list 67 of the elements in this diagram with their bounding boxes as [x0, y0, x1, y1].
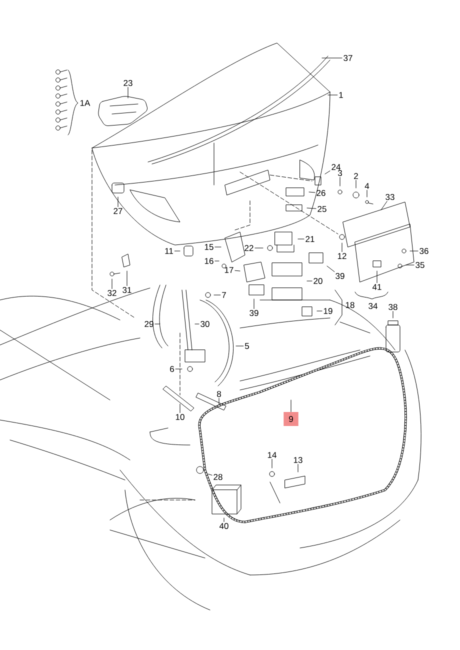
leader-line [208, 474, 212, 476]
callout-number: 17 [224, 267, 234, 273]
leader-line [218, 398, 220, 406]
callout-number: 33 [386, 194, 394, 200]
leader-line [380, 201, 388, 210]
callout-number: 37 [344, 55, 352, 61]
callout-number: 26 [316, 190, 326, 196]
callout-number: 40 [219, 523, 228, 529]
callout-number: 39 [250, 310, 258, 316]
callout-number: 5 [244, 343, 249, 349]
leader-line [214, 246, 222, 248]
leader-line [308, 192, 316, 193]
callout-number: 13 [294, 457, 302, 463]
leader-line [214, 294, 221, 296]
leader-line [316, 310, 322, 312]
callout-number: 28 [214, 474, 222, 480]
callout-number: 4 [364, 183, 370, 189]
callout-number: 1 [339, 92, 343, 98]
leader-line [214, 260, 220, 262]
callout-number: 8 [217, 391, 221, 397]
callout-number: 21 [306, 236, 314, 242]
callout-number: 23 [124, 80, 132, 86]
leader-line [175, 368, 182, 370]
callout-number: 30 [200, 321, 210, 327]
leader-line [366, 190, 368, 198]
leader-line [290, 400, 292, 412]
leader-line [406, 264, 414, 266]
leader-line [306, 208, 316, 209]
callout-number: 15 [204, 244, 214, 250]
callout-number: 9 [284, 412, 298, 426]
callout-number: 22 [244, 245, 254, 251]
callout-number: 10 [176, 414, 184, 420]
leader-line [326, 266, 335, 272]
callout-number: 31 [122, 287, 132, 293]
leader-line [376, 270, 378, 284]
callout-number: 36 [420, 248, 428, 254]
callout-number: 39 [336, 273, 344, 279]
leader-line [306, 280, 312, 282]
callout-number: 3 [338, 170, 342, 176]
leader-line [392, 311, 394, 318]
callout-number: 32 [108, 290, 116, 296]
callout-number: 35 [416, 262, 424, 268]
callout-number: 18 [346, 302, 354, 308]
leader-line [174, 250, 180, 252]
callout-number: 19 [324, 308, 332, 314]
callout-number: 2 [354, 173, 358, 179]
leader-line [410, 250, 418, 252]
callout-number: 7 [222, 292, 226, 298]
callout-number: 38 [388, 304, 398, 310]
callout-number: 14 [268, 452, 276, 458]
callout-number: 25 [318, 206, 326, 212]
callout-number: 6 [170, 366, 174, 372]
leader-line [298, 238, 304, 240]
callout-number: 27 [114, 208, 122, 214]
callout-number: 11 [165, 248, 173, 254]
leader-line [126, 270, 128, 286]
leader-line [324, 170, 330, 174]
callout-number: 29 [144, 321, 154, 327]
callout-number: 34 [368, 303, 378, 309]
leader-line [234, 270, 240, 272]
callout-number: 12 [338, 253, 346, 259]
callout-number: 24 [332, 164, 340, 170]
callout-number: 16 [204, 258, 214, 264]
callout-number: 20 [314, 278, 322, 284]
callout-number: 41 [372, 284, 382, 290]
callout-number: 1A [80, 100, 90, 106]
leader-line [328, 94, 338, 96]
